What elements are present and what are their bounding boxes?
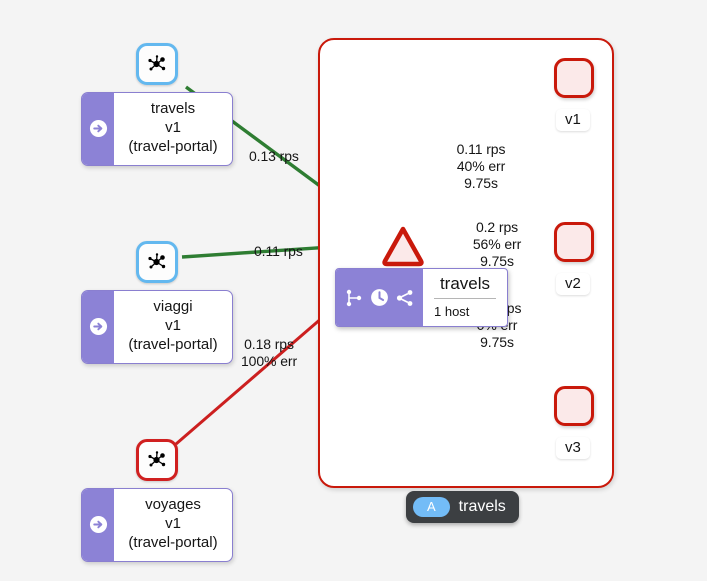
app-badge-label: travels xyxy=(458,497,506,515)
workload-badge-voyages xyxy=(82,489,114,561)
arrow-right-circle-icon xyxy=(89,318,107,336)
edge-label-service-to-v2: 0.2 rps 56% err 9.75s xyxy=(472,219,522,270)
node-hover-card: travels 1 host xyxy=(335,268,508,327)
workload-label-travels: travels v1 (travel-portal) xyxy=(128,100,218,156)
edge-label-voyages-to-service: 0.18 rps 100% err xyxy=(241,336,298,370)
share-nodes-icon xyxy=(396,289,413,306)
edge-label-viaggi-to-service: 0.11 rps xyxy=(254,243,303,259)
app-badge-travels[interactable]: A travels xyxy=(406,491,519,523)
workload-badge-travels xyxy=(82,93,114,165)
arrow-right-circle-icon xyxy=(89,516,107,534)
version-label-v1: v1 xyxy=(556,109,590,131)
hover-card-icons xyxy=(336,269,423,326)
hover-card-subtitle: 1 host xyxy=(434,304,470,319)
edge-label-travels-to-service: 0.13 rps xyxy=(249,148,299,164)
clock-icon xyxy=(371,289,388,306)
workload-label-voyages: voyages v1 (travel-portal) xyxy=(128,496,218,552)
workload-label-viaggi: viaggi v1 (travel-portal) xyxy=(128,298,218,354)
workload-badge-viaggi xyxy=(82,291,114,363)
hover-card-title: travels xyxy=(439,274,491,293)
workload-graph-icon xyxy=(148,253,166,269)
workload-node-voyages[interactable]: voyages v1 (travel-portal) xyxy=(81,488,233,562)
version-node-v3[interactable] xyxy=(554,386,594,426)
edge-label-service-to-v1: 0.11 rps 40% err 9.75s xyxy=(456,141,506,192)
version-label-v2: v2 xyxy=(556,273,590,295)
branch-icon xyxy=(346,289,362,306)
version-node-v2[interactable] xyxy=(554,222,594,262)
workload-icon-travels[interactable] xyxy=(136,43,178,85)
workload-node-viaggi[interactable]: viaggi v1 (travel-portal) xyxy=(81,290,233,364)
workload-graph-icon xyxy=(148,55,166,71)
workload-icon-voyages[interactable] xyxy=(136,439,178,481)
hover-card-body: travels 1 host xyxy=(423,269,507,326)
hover-card-divider xyxy=(434,298,496,299)
workload-node-travels[interactable]: travels v1 (travel-portal) xyxy=(81,92,233,166)
app-badge-pill: A xyxy=(413,497,450,517)
arrow-right-circle-icon xyxy=(89,120,107,138)
workload-graph-icon xyxy=(148,451,166,467)
service-node-travels[interactable] xyxy=(381,225,425,267)
workload-icon-viaggi[interactable] xyxy=(136,241,178,283)
version-node-v1[interactable] xyxy=(554,58,594,98)
version-label-v3: v3 xyxy=(556,437,590,459)
